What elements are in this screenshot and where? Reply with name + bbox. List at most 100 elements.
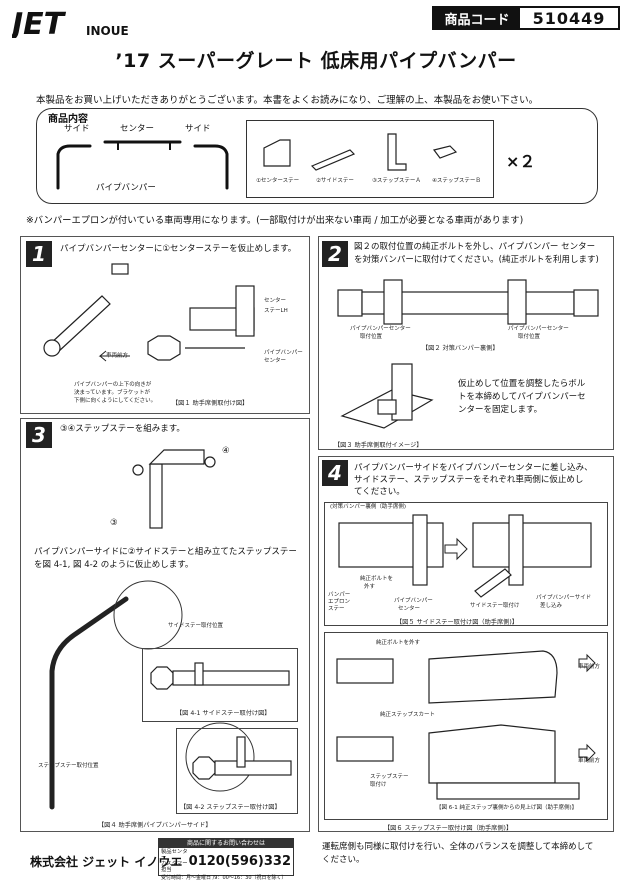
step-3-side-pos-label: サイドステー取付位置 — [168, 623, 224, 629]
step-3-label-3: ③ — [110, 518, 118, 528]
product-code-box: 商品コード 510449 — [432, 6, 620, 30]
step-3-step-pos-label: ステップステー取付位置 — [38, 763, 99, 769]
contact-label-1: 製品センター — [161, 849, 188, 861]
step-1-number: 1 — [26, 241, 52, 267]
contact-label-2: カスタマー担当 — [161, 861, 188, 873]
step-1-note-3: 下側に向くようにしてください。 — [74, 398, 157, 404]
step-2-caption-3: 【図３ 助手席側取付イメージ】 — [334, 442, 423, 449]
step-2-bumper-rear-figure — [337, 279, 599, 325]
fig-6-bolt-remove-label: 純正ボルトを外す — [376, 640, 421, 646]
part-2-label: ②サイドステー — [316, 178, 354, 184]
step-1-bumper-label-2: センター — [264, 358, 287, 364]
step-1-forward-label: 車両前方 — [106, 353, 129, 359]
product-code-label: 商品コード — [434, 8, 520, 28]
step-3-text-2: パイプバンパーサイドに②サイドステーと組み立てたステップステー — [34, 547, 297, 557]
fig-5-figure — [338, 514, 592, 598]
step-3-number: 3 — [26, 422, 52, 448]
fig-6-1-caption: 【図 6-1 純正ステップ裏側からの見上げ図（助手席側)】 — [436, 805, 578, 811]
step-2-pos-left-1: パイプバンパーセンター — [350, 326, 411, 332]
step-3-side-figure — [49, 580, 255, 810]
parts-frame — [246, 120, 494, 198]
part-4-label: ④ステップステーＢ — [432, 178, 481, 184]
product-contents-box — [36, 108, 598, 204]
parts-illustration — [263, 133, 458, 171]
step-4-text-2: サイドステー、ステップステーをそれぞれ車両側に仮止めし — [354, 475, 584, 485]
step-4-panel — [318, 456, 614, 832]
final-text-1: 運転席側も同様に取付けを行い、全体のバランスを調整して本締めして — [322, 842, 594, 852]
intro-text: 本製品をお買い上げいただきありがとうございます。本書をよくお読みになり、ご理解の… — [36, 95, 539, 106]
step-4-number: 4 — [322, 460, 348, 486]
fig-6-caption: 【図６ ステップステー取付け図（助手席側)】 — [384, 825, 513, 832]
step-2-text-4: トを本締めしてパイプバンパーセ — [458, 392, 586, 402]
step-2-text-3: 仮止めして位置を調整したらボル — [458, 379, 586, 389]
fig-4-1-figure — [150, 662, 290, 690]
step-3-panel — [20, 418, 310, 832]
notice-text: ※バンパーエプロンが付いている車両専用になります。(一部取付けが出来ない車両 /… — [26, 215, 524, 226]
fig-4-1-caption: 【図 4-1 サイドステー取付け図】 — [176, 710, 271, 717]
step-2-caption-2: 【図２ 対策バンパー裏側】 — [422, 345, 499, 352]
fig-6-forward-label-a: 車両前方 — [578, 664, 601, 670]
step-2-install-figure — [340, 363, 434, 429]
step-1-center-stay-label: センター — [264, 298, 287, 304]
footer-company-name: 株式会社 ジェット イノウエ — [30, 855, 183, 869]
fig-6-box — [324, 632, 608, 820]
contact-heading: 商品に関するお問い合わせは — [159, 839, 293, 848]
brand-logo-main: JET — [12, 8, 67, 38]
fig-5-apron-label-2: エプロン — [328, 599, 351, 605]
fig-6-genuine-skirt-label: 純正ステップスカート — [380, 712, 436, 718]
part-3-label: ③ステップステーＡ — [372, 178, 421, 184]
step-1-note-2: 決まっています。ブラケットが — [74, 390, 150, 396]
fig-5-insert-label-1: パイプバンパーサイド — [536, 595, 592, 601]
step-4-text-1: パイプバンパーサイドをパイプバンパーセンターに差し込み、 — [354, 463, 593, 473]
fig-5-side-install-label: サイドステー取付け — [470, 603, 520, 609]
fig-4-2-figure — [192, 736, 292, 780]
step-1-center-stay-label-2: ステーLH — [264, 308, 288, 314]
fig-6-figure — [336, 650, 596, 800]
step-2-text-1: 図２の取付位置の純正ボルトを外し、パイプバンパー センター — [354, 242, 596, 252]
step-2-pos-right-2: 取付位置 — [518, 334, 541, 340]
step-2-number: 2 — [322, 241, 348, 267]
center-label: センター — [120, 124, 155, 134]
step-2-pos-right-1: パイプバンパーセンター — [508, 326, 569, 332]
fig-6-step-install-label-2: 取付け — [370, 782, 387, 788]
final-text-2: ください。 — [322, 855, 365, 865]
contact-hours: 受付時間：月〜金曜日 /9：00〜16：30（祝日を除く） — [161, 875, 287, 881]
step-1-figure — [43, 263, 255, 362]
fig-5-rear-label: (対策バンパー裏側（助手席側) — [330, 504, 407, 510]
side-left-label: サイド — [64, 124, 90, 134]
step-3-label-4: ④ — [222, 446, 230, 456]
step-3-text: ③④ステップステーを組みます。 — [60, 424, 185, 434]
part-1-label: ①センターステー — [256, 178, 300, 184]
step-1-caption: 【図１ 助手席側取付け図】 — [172, 400, 249, 407]
fig-5-caption: 【図５ サイドステー取付け図（助手席側)】 — [396, 619, 518, 626]
product-code-value: 510449 — [532, 8, 606, 28]
step-1-panel — [20, 236, 310, 414]
fig-5-box — [324, 502, 608, 626]
pipe-bumper-illustration — [56, 140, 229, 190]
fig-5-bolt-label-1: 純正ボルトを — [360, 576, 394, 582]
contact-tel: 0120(596)332 — [188, 853, 291, 869]
step-2-panel — [318, 236, 614, 450]
step-1-text: パイプバンパーセンターに①センターステーを仮止めします。 — [60, 244, 297, 254]
fig-5-bolt-label-2: 外す — [364, 584, 376, 590]
fig-4-1-box — [142, 648, 298, 722]
step-1-bumper-label: パイプバンパー — [264, 350, 303, 356]
product-contents-label: 商品内容 — [48, 114, 88, 125]
step-1-note-1: パイプバンパーの上下の向きが — [74, 382, 152, 388]
fig-4-2-box — [176, 728, 298, 814]
step-2-text-2: を対策バンパーに取付けてください。(純正ボルトを利用します) — [354, 255, 599, 265]
pipe-bumper-label: パイプバンパー — [96, 183, 156, 193]
fig-5-apron-label-1: バンパー — [328, 592, 351, 598]
fig-5-center-label: パイプバンパー — [394, 598, 433, 604]
step-2-text-5: ンターを固定します。 — [458, 405, 543, 415]
fig-5-center-label-2: センター — [398, 606, 421, 612]
fig-4-caption: 【図４ 助手席側パイプバンパーサイド】 — [98, 822, 212, 829]
fig-5-apron-label-3: ステー — [328, 606, 345, 612]
side-right-label: サイド — [185, 124, 211, 134]
brand-logo-sub: INOUE — [86, 24, 129, 38]
page-title: ’17 スーパーグレート 低床用パイプバンパー — [115, 50, 517, 72]
step-3-text-3: を図 4-1, 図 4-2 のように仮止めします。 — [34, 560, 194, 570]
fig-5-insert-label-2: 差し込み — [540, 603, 563, 609]
fig-6-step-install-label-1: ステップステー — [370, 774, 409, 780]
brand-logo: JET INOUE — [7, 7, 137, 42]
